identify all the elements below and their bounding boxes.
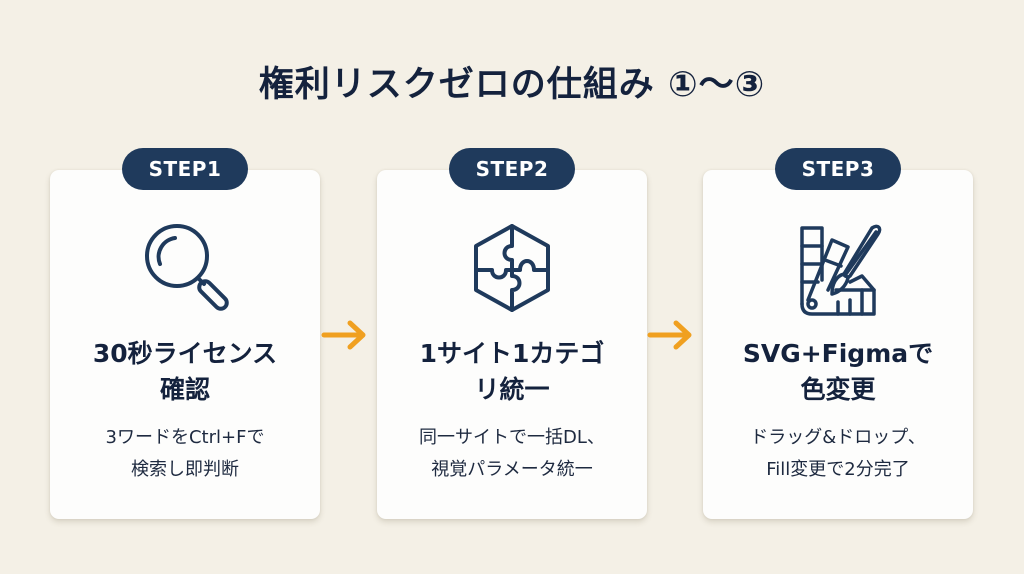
step-heading-line: 30秒ライセンス	[92, 339, 278, 368]
magnifying-glass-icon	[135, 220, 235, 316]
page-title: 権利リスクゼロの仕組み ①〜③	[258, 65, 766, 105]
puzzle-hexagon-icon	[462, 220, 562, 316]
step-description: 3ワードをCtrl+Fで 検索し即判断	[50, 422, 320, 486]
step-heading: 1サイト1カテゴ リ統一	[377, 336, 647, 408]
step-heading: SVG+Figmaで 色変更	[703, 336, 973, 408]
step-heading-line: リ統一	[474, 375, 550, 404]
color-palette-brush-icon	[788, 220, 888, 316]
step-heading-line: SVG+Figmaで	[742, 339, 934, 368]
step-heading-line: 1サイト1カテゴ	[419, 339, 605, 368]
step-badge: STEP2	[449, 148, 575, 190]
step-badge: STEP1	[122, 148, 248, 190]
step-description-line: 3ワードをCtrl+Fで	[105, 427, 265, 448]
step-description-line: 検索し即判断	[131, 459, 239, 480]
step-description-line: 視覚パラメータ統一	[431, 459, 593, 480]
step-badge: STEP3	[775, 148, 901, 190]
step-description-line: ドラッグ&ドロップ、	[750, 427, 926, 448]
step-description-line: 同一サイトで一括DL、	[419, 427, 605, 448]
step-description: 同一サイトで一括DL、 視覚パラメータ統一	[377, 422, 647, 486]
step-card-1: STEP1 30秒ライセンス 確認 3ワードをCtrl+Fで 検索し即判断	[50, 148, 320, 519]
step-description: ドラッグ&ドロップ、 Fill変更で2分完了	[703, 422, 973, 486]
step-heading: 30秒ライセンス 確認	[50, 336, 320, 408]
arrow-right-icon	[320, 318, 370, 352]
step-heading-line: 確認	[159, 375, 210, 404]
step-card-3: STEP3 SVG+Figmaで 色変更 ドラッグ&ドロップ、 Fill変更で2…	[703, 148, 973, 519]
step-description-line: Fill変更で2分完了	[766, 459, 910, 480]
step-card-2: STEP2 1サイト1カテゴ リ統一 同一サイトで一括DL、 視覚パラメータ統一	[377, 148, 647, 519]
arrow-right-icon	[646, 318, 696, 352]
step-heading-line: 色変更	[800, 375, 876, 404]
